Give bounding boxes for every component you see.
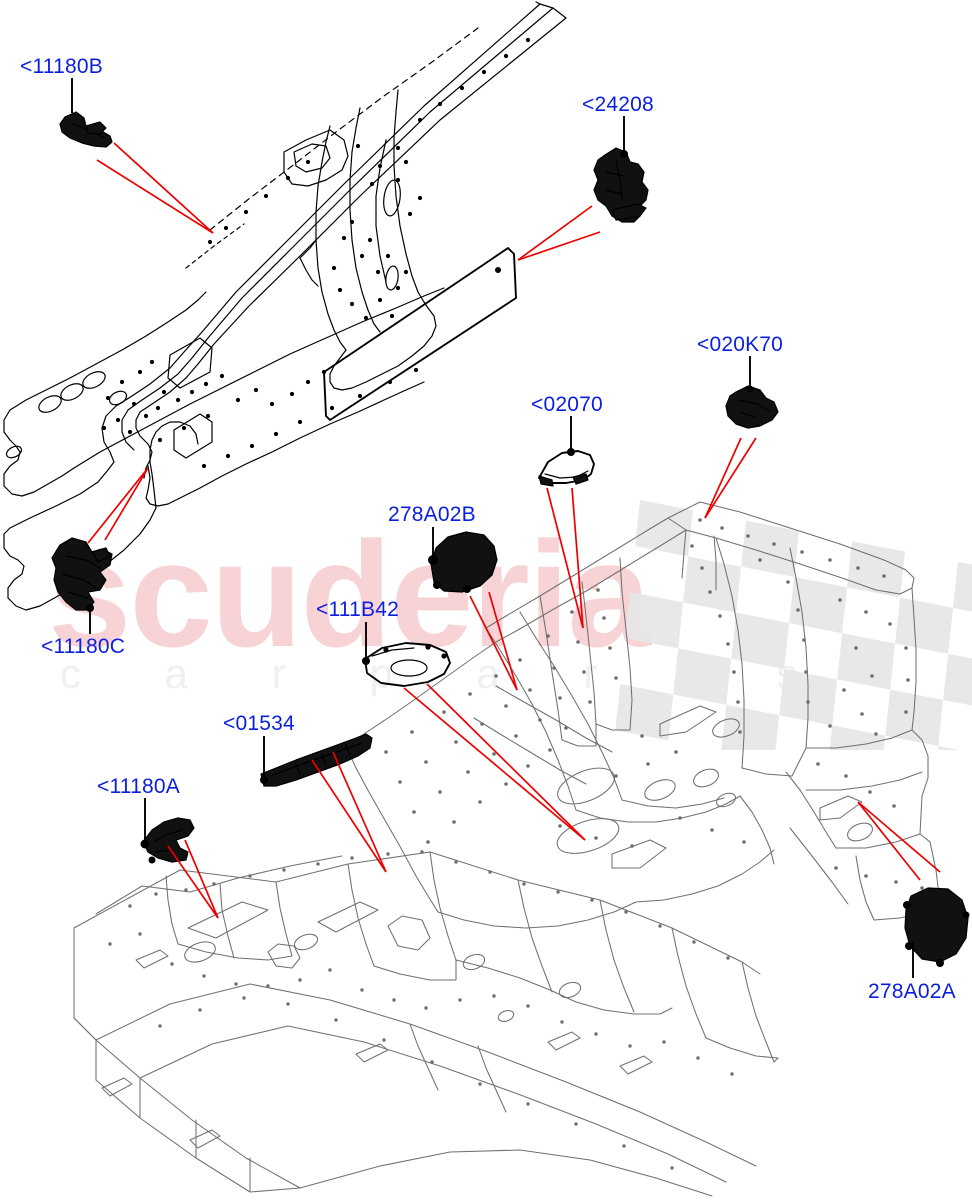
arrow-02070-1 bbox=[546, 487, 584, 629]
arrow-278A02A-2 bbox=[857, 801, 941, 873]
seal-278A02A bbox=[903, 887, 970, 967]
arrow-11180C-1 bbox=[87, 467, 149, 544]
bracket-11180A bbox=[140, 817, 195, 864]
bracket-11180B bbox=[59, 111, 113, 148]
arrow-24208-2 bbox=[517, 231, 601, 261]
seal-278A02B bbox=[428, 531, 498, 593]
part-label-11180C: <11180C bbox=[41, 635, 126, 658]
checkered-flag-icon bbox=[615, 499, 972, 750]
arrow-11180B-1 bbox=[113, 142, 214, 234]
arrow-020K70-1 bbox=[704, 437, 742, 519]
part-label-11180B: <11180B bbox=[20, 55, 103, 78]
floor-pan-assembly bbox=[345, 501, 941, 929]
arrow-02070-2 bbox=[571, 487, 584, 629]
callout-arrows bbox=[87, 142, 941, 919]
cover-02070 bbox=[538, 448, 595, 487]
part-label-24208: <24208 bbox=[582, 93, 654, 116]
arrow-11180C-2 bbox=[104, 467, 149, 541]
arrow-01534-2 bbox=[332, 751, 387, 873]
rail-01534 bbox=[260, 733, 373, 787]
latch-24208 bbox=[593, 147, 649, 223]
part-label-02070: <02070 bbox=[531, 393, 603, 416]
arrow-020K70-2 bbox=[704, 437, 757, 519]
arrow-278A02B-2 bbox=[469, 595, 518, 691]
arrow-278A02B-1 bbox=[488, 591, 518, 691]
part-label-278A02B: 278A02B bbox=[388, 503, 476, 526]
part-label-111B42: <111B42 bbox=[316, 598, 399, 621]
part-label-11180A: <11180A bbox=[97, 775, 180, 798]
arrow-11180A-2 bbox=[184, 839, 219, 919]
arrow-11180B-2 bbox=[96, 159, 214, 234]
bracket-020K70 bbox=[725, 385, 779, 429]
arrow-111B42-1 bbox=[403, 687, 586, 841]
plug-111B42 bbox=[362, 642, 451, 687]
rocker-sill-panel bbox=[323, 247, 517, 421]
arrow-278A02A-1 bbox=[857, 801, 921, 881]
chassis-frame-assembly bbox=[73, 850, 779, 1197]
part-label-020K70: <020K70 bbox=[697, 333, 784, 356]
body-side-inner-panel bbox=[3, 1, 567, 611]
part-label-01534: <01534 bbox=[223, 712, 295, 735]
part-label-278A02A: 278A02A bbox=[868, 980, 956, 1003]
arrow-24208-1 bbox=[517, 205, 593, 261]
arrow-11180A-1 bbox=[167, 845, 219, 919]
bracket-11180C bbox=[51, 537, 113, 612]
arrow-111B42-2 bbox=[426, 683, 586, 841]
arrow-01534-1 bbox=[311, 759, 387, 873]
